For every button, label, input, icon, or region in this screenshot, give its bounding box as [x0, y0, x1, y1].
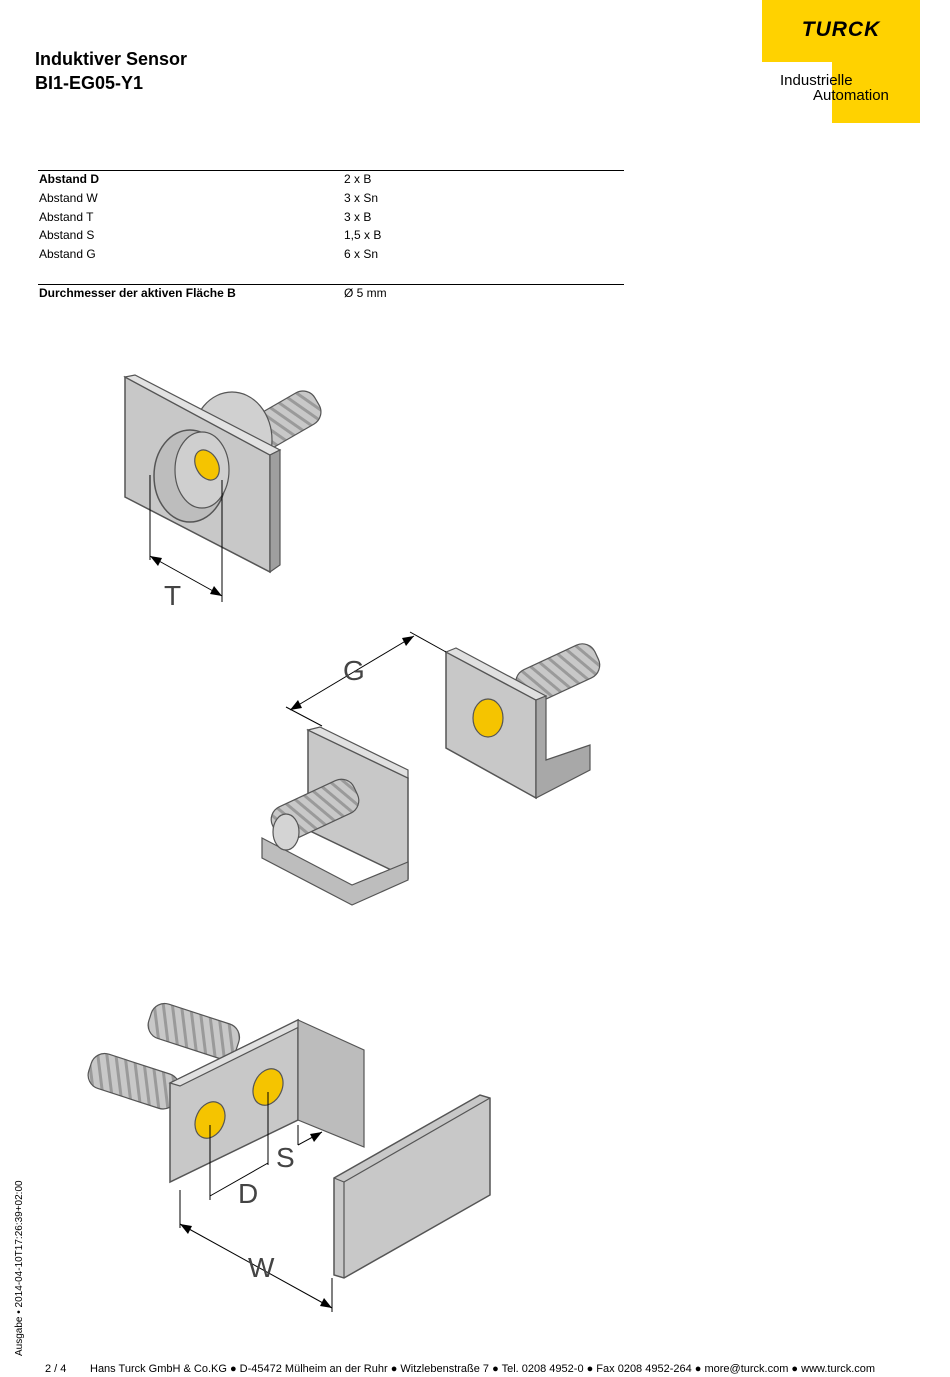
company-address: Hans Turck GmbH & Co.KG ● D-45472 Mülhei… — [90, 1363, 876, 1375]
dimension-label-s: S — [276, 1142, 295, 1173]
dimension-label-w: W — [248, 1252, 275, 1283]
row-label: Abstand T — [39, 210, 94, 224]
dimension-label-t: T — [164, 580, 182, 611]
row-value: 2 x B — [344, 172, 372, 186]
threaded-body-5 — [87, 1052, 181, 1110]
figure-flush-mounting — [123, 374, 322, 602]
row-value: 3 x B — [344, 210, 372, 224]
turck-logo-block — [762, 0, 920, 62]
table-row: Abstand S 1,5 x B — [39, 226, 624, 244]
tagline-industrielle: Industrielle — [780, 72, 853, 89]
row-value: 6 x Sn — [344, 247, 379, 261]
table-row: Abstand T 3 x B — [39, 208, 624, 226]
dimension-label-d: D — [238, 1178, 259, 1209]
active-face-3 — [194, 1101, 226, 1139]
metal-plate — [333, 1094, 491, 1279]
row-label: Abstand S — [39, 228, 95, 242]
product-type-title: Induktiver Sensor — [35, 49, 188, 69]
diameter-row: Durchmesser der aktiven Fläche B Ø 5 mm — [39, 284, 624, 302]
product-model-title: BI1-EG05-Y1 — [35, 73, 144, 93]
edition-timestamp: Ausgabe • 2014-04-10T17:26:39+02:00 — [14, 1180, 25, 1356]
row-label: Abstand W — [39, 191, 98, 205]
row-label: Abstand D — [39, 172, 99, 186]
row-value: 1,5 x B — [344, 228, 382, 242]
table-row: Abstand D 2 x B — [39, 170, 624, 188]
figure-side-by-side-mounting — [87, 1002, 491, 1312]
row-value: Ø 5 mm — [344, 286, 387, 300]
page-number: 2 / 4 — [45, 1363, 67, 1375]
turck-logo: TURCK — [801, 18, 881, 41]
tagline-automation: Automation — [813, 87, 889, 104]
table-rule-diameter — [38, 284, 624, 285]
active-face-4 — [252, 1068, 284, 1106]
row-label: Abstand G — [39, 247, 96, 261]
active-face-1 — [194, 449, 220, 481]
active-face-2 — [472, 698, 504, 738]
row-value: 3 x Sn — [344, 191, 379, 205]
dimension-label-g: G — [343, 655, 365, 686]
threaded-body-4 — [147, 1002, 241, 1060]
row-label: Durchmesser der aktiven Fläche B — [39, 286, 236, 300]
logo-accent-block — [832, 62, 920, 123]
figure-opposite-mounting — [261, 631, 601, 906]
table-row: Abstand W 3 x Sn — [39, 189, 624, 207]
table-rule-top — [38, 170, 624, 171]
table-row: Abstand G 6 x Sn — [39, 245, 624, 263]
